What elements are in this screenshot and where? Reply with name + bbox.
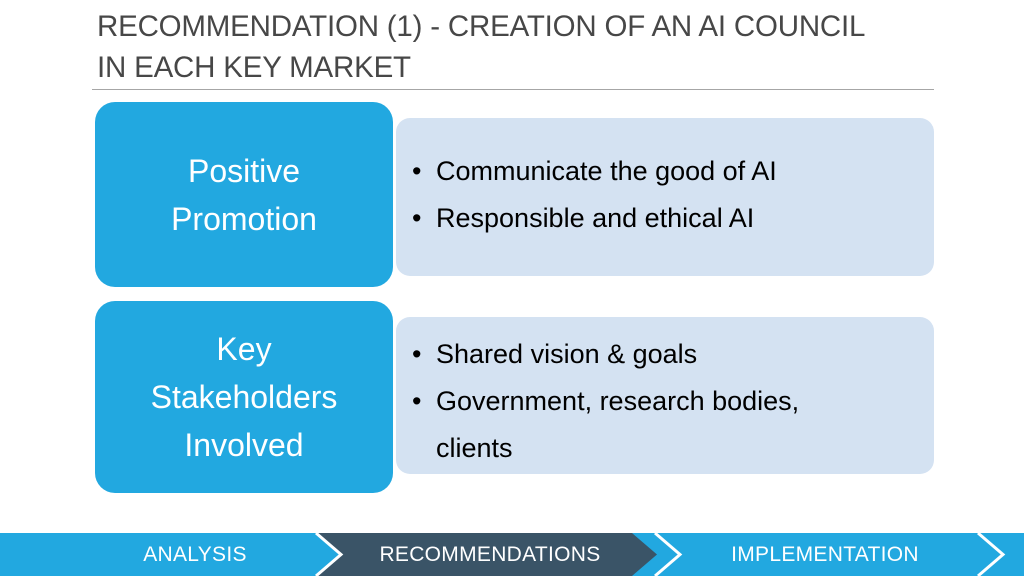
- bullet-list-2: Shared vision & goals Government, resear…: [412, 331, 927, 472]
- chevron-divider-3-icon: [977, 533, 1006, 576]
- list-item: Shared vision & goals: [412, 331, 927, 378]
- label-box-key-stakeholders-involved[interactable]: Key Stakeholders Involved: [95, 301, 393, 493]
- chevron-divider-1-icon: [315, 533, 344, 576]
- process-step-recommendations[interactable]: [318, 533, 657, 576]
- process-navigation-bar: [0, 533, 1024, 576]
- title-divider: [92, 89, 934, 90]
- list-item: Communicate the good of AI: [412, 148, 927, 195]
- list-item: Government, research bodies,: [412, 378, 927, 425]
- label-box-positive-promotion[interactable]: Positive Promotion: [95, 102, 393, 287]
- bullet-list-1: Communicate the good of AI Responsible a…: [412, 148, 927, 242]
- chevron-divider-2-icon: [654, 533, 683, 576]
- list-item: Responsible and ethical AI: [412, 195, 927, 242]
- page-title: RECOMMENDATION (1) - CREATION OF AN AI C…: [97, 10, 866, 84]
- list-item-continuation: clients: [436, 433, 513, 463]
